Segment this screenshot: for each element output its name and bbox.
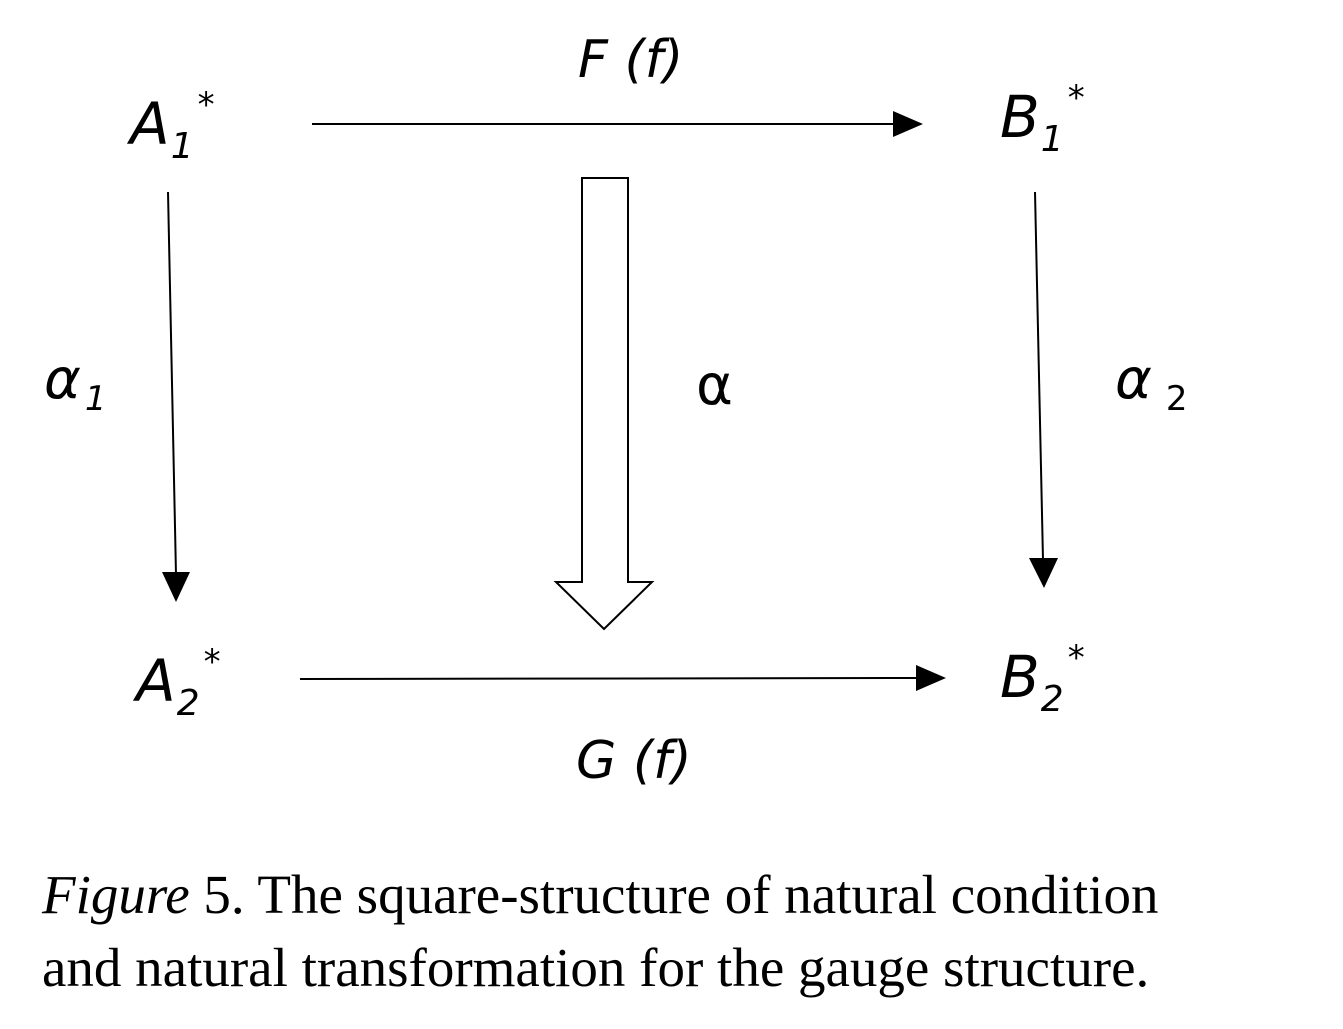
- arrow-left-alpha1: [162, 191, 190, 602]
- figure-caption: Figure 5. The square-structure of natura…: [42, 858, 1332, 1004]
- node-a2-base: A: [136, 647, 176, 715]
- arrow-bottom-g: [299, 665, 946, 691]
- node-a2-star: A2*: [136, 645, 221, 722]
- node-a1-sup: *: [197, 85, 215, 125]
- edge-label-left-sub: 1: [84, 379, 107, 419]
- caption-figure-word: Figure: [42, 864, 190, 925]
- node-b1-star: B1*: [1000, 81, 1085, 158]
- node-a1-star: A1*: [130, 88, 215, 165]
- node-a2-sup: *: [203, 642, 221, 682]
- node-b2-sup: *: [1067, 638, 1085, 678]
- edge-label-bottom: G (f): [576, 731, 692, 791]
- caption-line-1-rest: 5. The square-structure of natural condi…: [189, 864, 1159, 925]
- edge-label-right-symbol: α: [1115, 347, 1152, 412]
- edge-label-left-symbol: α: [44, 347, 81, 412]
- node-b2-base: B: [1000, 643, 1040, 711]
- node-b1-sup: *: [1067, 78, 1085, 118]
- node-b1-base: B: [1000, 83, 1040, 151]
- node-b2-star: B2*: [1000, 641, 1085, 718]
- caption-line-2: and natural transformation for the gauge…: [42, 937, 1150, 998]
- arrow-top-f: [312, 111, 923, 137]
- edge-label-top: F (f): [578, 30, 684, 90]
- arrow-right-alpha2: [1029, 191, 1058, 588]
- node-a2-sub: 2: [176, 683, 200, 724]
- edge-label-right-sub: 2: [1165, 379, 1188, 419]
- node-a1-base: A: [130, 90, 170, 158]
- node-b1-sub: 1: [1040, 119, 1064, 160]
- node-b2-sub: 2: [1040, 679, 1064, 720]
- natural-transformation-hollow-arrow: [553, 177, 655, 631]
- edge-label-center: α: [696, 353, 733, 418]
- caption-line-1: Figure 5. The square-structure of natura…: [42, 858, 1332, 931]
- node-a1-sub: 1: [170, 126, 194, 167]
